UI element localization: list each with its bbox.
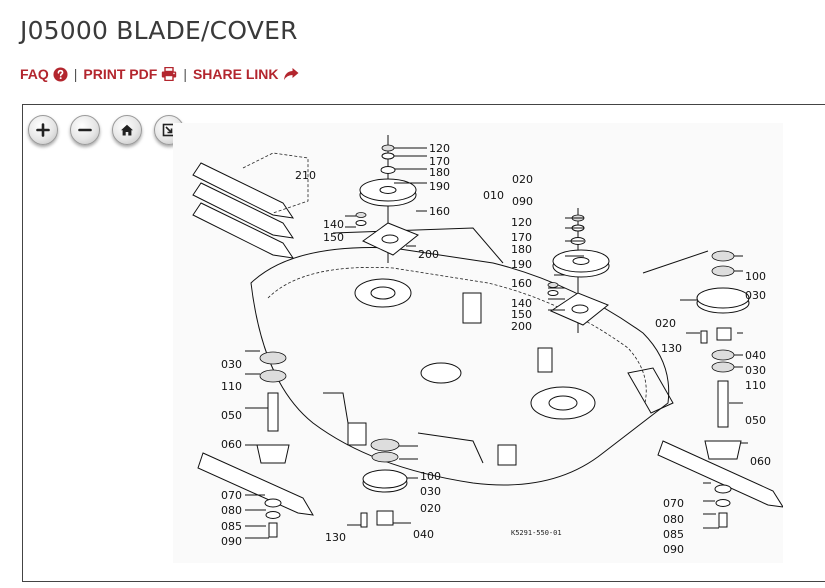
- diagram-code: K5291-550-01: [511, 529, 562, 537]
- callout: 090: [221, 535, 242, 548]
- zoom-in-button[interactable]: [28, 115, 58, 145]
- share-link-link[interactable]: SHARE LINK: [193, 66, 299, 82]
- callout: 020: [420, 502, 441, 515]
- callout: 060: [221, 438, 242, 451]
- callout: 090: [663, 543, 684, 556]
- home-icon: [121, 124, 133, 136]
- callout: 130: [661, 342, 682, 355]
- link-separator: |: [183, 66, 187, 82]
- callout: 030: [745, 364, 766, 377]
- callout: 140: [511, 297, 532, 310]
- callout: 040: [745, 349, 766, 362]
- callout: 130: [325, 531, 346, 544]
- plus-icon: [36, 123, 50, 137]
- home-button[interactable]: [112, 115, 142, 145]
- parts-diagram: 120 170 180 190 160 140 150 200 210 030 …: [173, 123, 783, 563]
- callout: 085: [663, 528, 684, 541]
- print-pdf-label: PRINT PDF: [83, 66, 158, 82]
- callout: 020: [512, 173, 533, 186]
- callout: 190: [511, 258, 532, 271]
- print-pdf-link[interactable]: PRINT PDF: [83, 66, 177, 82]
- callout: 120: [511, 216, 532, 229]
- faq-link[interactable]: FAQ: [20, 66, 68, 82]
- page-title: J05000 BLADE/COVER: [20, 16, 298, 45]
- callout: 110: [745, 379, 766, 392]
- callout: 200: [511, 320, 532, 333]
- callout: 040: [413, 528, 434, 541]
- left-spindle-drawing: [197, 351, 314, 538]
- callout: 030: [745, 289, 766, 302]
- callout: 060: [750, 455, 771, 468]
- callout: 090: [512, 195, 533, 208]
- top-pulley-drawing: [355, 135, 419, 263]
- callout: 100: [745, 270, 766, 283]
- callout: 020: [655, 317, 676, 330]
- callout: 150: [511, 308, 532, 321]
- callout: 170: [429, 155, 450, 168]
- callout: 080: [221, 504, 242, 517]
- callout: 160: [511, 277, 532, 290]
- callout: 085: [221, 520, 242, 533]
- share-arrow-icon: [283, 68, 299, 80]
- callout: 180: [429, 166, 450, 179]
- callout: 070: [221, 489, 242, 502]
- callout: 180: [511, 243, 532, 256]
- callout: 150: [323, 231, 344, 244]
- leader-lines: [245, 147, 748, 539]
- callout: 050: [221, 409, 242, 422]
- question-circle-icon: [53, 66, 68, 82]
- callout: 100: [420, 470, 441, 483]
- minus-icon: [78, 128, 92, 132]
- right-spindle-drawing: [642, 250, 783, 528]
- callout: 110: [221, 380, 242, 393]
- callout: 170: [511, 231, 532, 244]
- printer-icon: [162, 67, 177, 81]
- bottom-bearing-drawing: [360, 438, 408, 528]
- zoom-out-button[interactable]: [70, 115, 100, 145]
- callout: 120: [429, 142, 450, 155]
- share-link-label: SHARE LINK: [192, 66, 279, 82]
- callout: 080: [663, 513, 684, 526]
- mower-deck-drawing: [250, 227, 674, 486]
- center-pulley-drawing: [547, 208, 610, 333]
- callout: 030: [420, 485, 441, 498]
- blade-set-drawing: [192, 152, 309, 259]
- callout: 010: [483, 189, 504, 202]
- callout: 050: [745, 414, 766, 427]
- callout: 190: [429, 180, 450, 193]
- diagram-viewer[interactable]: 120 170 180 190 160 140 150 200 210 030 …: [22, 104, 825, 582]
- callout: 200: [418, 248, 439, 261]
- callout: 030: [221, 358, 242, 371]
- callout: 160: [429, 205, 450, 218]
- link-separator: |: [73, 66, 78, 82]
- action-links: FAQ | PRINT PDF | SHARE LINK: [20, 66, 299, 82]
- callout: 070: [663, 497, 684, 510]
- faq-label: FAQ: [20, 66, 49, 82]
- callout-labels: 120 170 180 190 160 140 150 200 210 030 …: [221, 142, 771, 556]
- callout: 210: [295, 169, 316, 182]
- callout: 140: [323, 218, 344, 231]
